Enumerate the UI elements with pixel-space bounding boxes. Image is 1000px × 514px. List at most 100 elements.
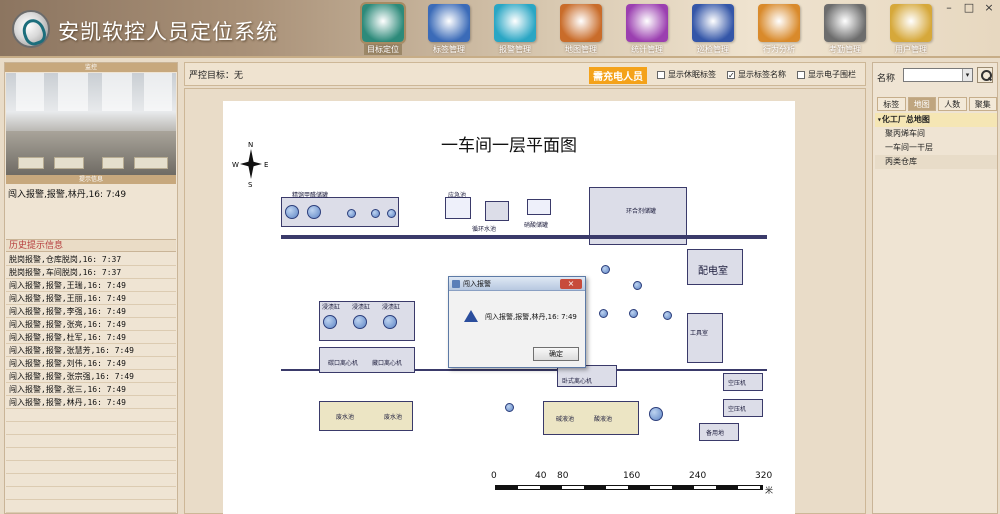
checkbox-label: 显示电子围栏	[808, 70, 856, 79]
history-row[interactable]	[6, 409, 176, 422]
name-select[interactable]: ▾	[903, 68, 973, 82]
room-loop-pool[interactable]: 循环水池	[472, 201, 509, 233]
close-button[interactable]: ×	[984, 1, 994, 14]
room-compressor-2[interactable]: 空压机	[723, 399, 763, 417]
nav-item-4[interactable]: 统计管理	[614, 4, 680, 56]
scale-tick: 320	[755, 471, 773, 481]
tag-card-icon	[428, 4, 470, 42]
dialog-message: 闯入报警,报警,林丹,16: 7:49	[485, 313, 577, 321]
room-nitric-tank[interactable]: 硝酸储罐	[524, 199, 551, 229]
window-controls: – □ ×	[942, 2, 996, 14]
search-button[interactable]	[977, 67, 993, 83]
dialog-titlebar[interactable]: 闯入报警 ×	[449, 277, 585, 291]
nav-label: 地图管理	[565, 45, 597, 54]
history-row[interactable]: 闯入报警,报警,张三,16: 7:49	[6, 383, 176, 396]
dialog-title: 闯入报警	[463, 280, 491, 288]
location-pin-icon	[360, 2, 406, 44]
room-compressor-1[interactable]: 空压机	[723, 373, 763, 391]
history-row[interactable]: 闯入报警,报警,张宗强,16: 7:49	[6, 370, 176, 383]
nav-item-3[interactable]: 地图管理	[548, 4, 614, 56]
history-row[interactable]: 闯入报警,报警,张慧芳,16: 7:49	[6, 344, 176, 357]
history-row[interactable]: 闯入报警,报警,王丽,16: 7:49	[6, 292, 176, 305]
nav-item-6[interactable]: 行为分析	[746, 4, 812, 56]
app-window-icon	[452, 280, 460, 288]
checkbox-label: 显示标签名称	[738, 70, 786, 79]
show-tag-names-checkbox[interactable]: ✓ 显示标签名称	[727, 69, 786, 80]
history-row[interactable]: 脱岗报警,仓库脱岗,16: 7:37	[6, 253, 176, 266]
chevron-down-icon[interactable]: ▾	[962, 69, 972, 81]
tree-item[interactable]: 聚丙烯车间	[885, 129, 925, 138]
room-distribution[interactable]: 配电室	[687, 249, 743, 285]
nav-item-2[interactable]: 报警管理	[482, 4, 548, 56]
history-row[interactable]: 闯入报警,报警,张亮,16: 7:49	[6, 318, 176, 331]
history-row[interactable]: 闯入报警,报警,王瑞,16: 7:49	[6, 279, 176, 292]
history-row[interactable]: 脱岗报警,车间脱岗,16: 7:37	[6, 266, 176, 279]
compass-n: N	[248, 141, 253, 149]
checkbox-checked-icon: ✓	[727, 70, 735, 80]
inspector-helmet-icon	[692, 4, 734, 42]
floor-plan[interactable]: 一车间一层平面图 N S W E 精馏甲醛储罐 应急池 循环水池 硝酸储罐 环合…	[223, 101, 795, 514]
history-row[interactable]: 闯入报警,报警,林丹,16: 7:49	[6, 396, 176, 409]
history-row[interactable]	[6, 461, 176, 474]
history-title: 历史提示信息	[6, 239, 176, 252]
tab-3[interactable]: 聚集	[968, 97, 997, 111]
nav-item-5[interactable]: 巡检管理	[680, 4, 746, 56]
nav-item-8[interactable]: 用户管理	[878, 4, 944, 56]
history-row[interactable]	[6, 448, 176, 461]
show-fences-checkbox[interactable]: 显示电子围栏	[797, 69, 856, 80]
history-row[interactable]: 闯入报警,报警,杜军,16: 7:49	[6, 331, 176, 344]
map-title: 一车间一层平面图	[441, 136, 577, 156]
minimize-button[interactable]: –	[946, 1, 952, 14]
alert-dialog[interactable]: 闯入报警 × 闯入报警,报警,林丹,16: 7:49 确定	[448, 276, 586, 368]
ok-button[interactable]: 确定	[533, 347, 579, 361]
history-row[interactable]: 闯入报警,报警,李强,16: 7:49	[6, 305, 176, 318]
nav-item-1[interactable]: 标签管理	[416, 4, 482, 56]
tab-0[interactable]: 标签	[877, 97, 906, 111]
history-row[interactable]	[6, 487, 176, 500]
scale-tick: 240	[689, 471, 707, 481]
room-reserve[interactable]: 备用地	[699, 423, 739, 441]
compass-icon: N S W E	[232, 141, 268, 189]
maximize-button[interactable]: □	[963, 1, 975, 14]
room-centrifuges[interactable]: 碳口离心机 藏口离心机	[319, 347, 415, 373]
left-panel: 监控 提示信息 闯入报警,报警,林丹,16: 7:49 历史提示信息 脱岗报警,…	[4, 62, 178, 514]
camera-view[interactable]	[6, 73, 176, 175]
nav-item-7[interactable]: 考勤管理	[812, 4, 878, 56]
nav-label: 报警管理	[499, 45, 531, 54]
history-row[interactable]	[6, 474, 176, 487]
alarm-siren-icon	[494, 4, 536, 42]
charge-needed-tag[interactable]: 需充电人员	[589, 67, 647, 84]
history-row[interactable]	[6, 500, 176, 513]
map-pencil-icon	[560, 4, 602, 42]
tree-item[interactable]: 丙类仓库	[875, 155, 997, 169]
compass-w: W	[232, 161, 239, 169]
nav-label: 用户管理	[895, 45, 927, 54]
history-row[interactable]	[6, 422, 176, 435]
current-alert-text: 闯入报警,报警,林丹,16: 7:49	[8, 190, 127, 200]
tree-item[interactable]: ▾化工厂总地图	[875, 113, 997, 127]
tab-2[interactable]: 人数	[938, 97, 967, 111]
room-acid-alkali[interactable]: 碱液池 酸液池	[543, 401, 639, 435]
room-waste-pools[interactable]: 废水池 废水池	[319, 401, 413, 431]
history-row[interactable]: 闯入报警,报警,刘伟,16: 7:49	[6, 357, 176, 370]
clock-icon	[824, 4, 866, 42]
control-target-label: 严控目标：无	[189, 71, 244, 81]
checkbox-label: 显示休眠标签	[668, 70, 716, 79]
room-tool[interactable]: 工具室	[687, 313, 723, 363]
app-logo	[12, 10, 50, 48]
tab-1[interactable]: 地图	[907, 97, 936, 111]
checkbox-unchecked-icon	[797, 70, 805, 79]
checkbox-unchecked-icon	[657, 70, 665, 79]
room-emergency-pool[interactable]: 应急池	[445, 192, 471, 219]
main-nav: 目标定位标签管理报警管理 地图管理 统计管理巡检管理行为分析考勤管理用户管理	[350, 2, 944, 56]
compass-e: E	[264, 161, 268, 169]
tree-item[interactable]: 一车间一干层	[885, 143, 933, 152]
nav-item-0[interactable]: 目标定位	[350, 2, 416, 56]
room-horizontal-centrifuge[interactable]: 卧式离心机	[557, 365, 617, 387]
show-sleep-tags-checkbox[interactable]: 显示休眠标签	[657, 69, 716, 80]
dialog-close-icon[interactable]: ×	[560, 279, 582, 289]
history-row[interactable]	[6, 435, 176, 448]
app-title: 安凯软控人员定位系统	[58, 20, 278, 44]
